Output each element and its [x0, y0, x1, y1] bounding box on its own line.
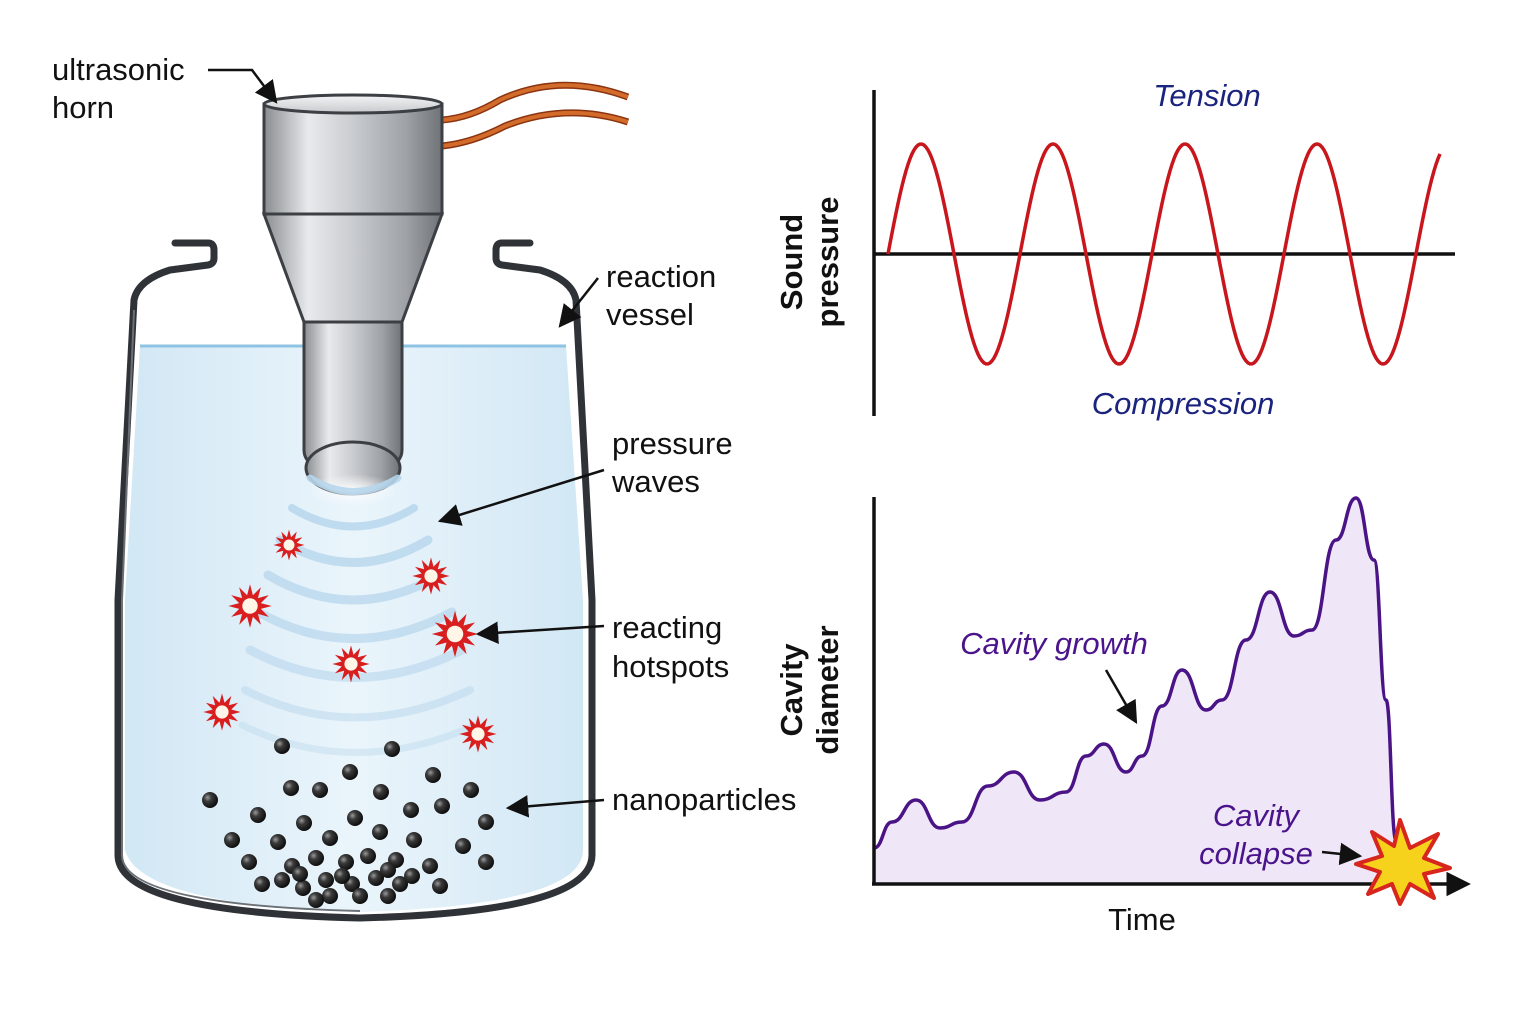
wire — [441, 83, 629, 122]
hotspot-core — [424, 569, 438, 583]
hotspots-label-line1: reacting — [612, 610, 722, 645]
pressure-waves — [238, 474, 480, 756]
nanoparticle — [241, 854, 257, 870]
nanoparticle — [392, 876, 408, 892]
cavity-y-label: Cavity diameter — [774, 625, 845, 754]
vessel-label-line2: vessel — [606, 297, 694, 332]
tension-label: Tension — [1153, 78, 1260, 113]
nanoparticle — [455, 838, 471, 854]
hotspot-core — [283, 539, 295, 551]
nanoparticle — [308, 850, 324, 866]
wire — [441, 110, 629, 148]
hotspot-core — [344, 657, 358, 671]
cavity-diameter-graph: Cavity growth Cavity collapse Time Cavit… — [774, 496, 1471, 937]
nanoparticle — [463, 782, 479, 798]
nanoparticle — [434, 798, 450, 814]
hotspot-core — [215, 705, 229, 719]
nanoparticle — [478, 814, 494, 830]
sound-pressure-wave — [886, 142, 1442, 366]
pressure-y-label-line2: pressure — [810, 197, 845, 328]
collapse-pointer — [1321, 842, 1363, 866]
nanoparticle — [322, 888, 338, 904]
vessel-wall — [114, 239, 596, 922]
nanoparticles-label: nanoparticles — [612, 782, 796, 817]
nanoparticle — [478, 854, 494, 870]
label-ultrasonic-horn: ultrasonic horn — [52, 52, 278, 125]
waves-label-line1: pressure — [612, 426, 733, 461]
nanoparticle — [283, 780, 299, 796]
nanoparticle — [334, 868, 350, 884]
horn-pointer — [208, 68, 278, 104]
nanoparticle — [384, 741, 400, 757]
waves-pointer — [437, 468, 605, 526]
nanoparticle — [403, 802, 419, 818]
nanoparticle — [274, 738, 290, 754]
nanoparticle — [224, 832, 240, 848]
nanoparticles-group — [202, 738, 494, 908]
nanoparticle — [360, 848, 376, 864]
nanoparticle — [270, 834, 286, 850]
horn-label-line2: horn — [52, 90, 114, 125]
label-pressure-waves: pressure waves — [437, 426, 733, 526]
nanoparticle — [432, 878, 448, 894]
nanoparticle — [318, 872, 334, 888]
nanoparticle — [274, 872, 290, 888]
cavity-y-label-line1: Cavity — [774, 643, 809, 737]
nanoparticle — [254, 876, 270, 892]
hotspots-pointer — [475, 621, 605, 644]
nanoparticle — [373, 784, 389, 800]
cavity-diameter-curve — [873, 496, 1402, 886]
nanoparticle — [250, 807, 266, 823]
nanoparticle — [352, 888, 368, 904]
label-nanoparticles: nanoparticles — [505, 782, 796, 818]
nanoparticle — [295, 880, 311, 896]
pressure-y-label: Sound pressure — [774, 197, 845, 328]
collapse-burst-icon — [1354, 818, 1452, 906]
compression-label: Compression — [1092, 386, 1275, 421]
reacting-hotspots — [203, 529, 497, 753]
nanoparticle — [372, 824, 388, 840]
nanoparticle — [380, 888, 396, 904]
pressure-y-label-line1: Sound — [774, 214, 809, 310]
nanoparticle — [404, 868, 420, 884]
nanoparticle — [308, 892, 324, 908]
nanoparticle — [380, 862, 396, 878]
hotspot-core — [471, 727, 485, 741]
nanoparticle — [422, 858, 438, 874]
collapse-label-line1: Cavity — [1213, 798, 1302, 833]
nanoparticle — [292, 866, 308, 882]
nanoparticle — [406, 832, 422, 848]
nanoparticle — [368, 870, 384, 886]
nanoparticle — [338, 854, 354, 870]
hotspot-core — [242, 598, 258, 614]
growth-pointer — [1104, 669, 1138, 724]
time-axis-label: Time — [1108, 902, 1176, 937]
hotspots-label-line2: hotspots — [612, 649, 729, 684]
cavity-y-label-line2: diameter — [810, 625, 845, 754]
nanoparticles-pointer — [505, 795, 605, 818]
horn-label-line1: ultrasonic — [52, 52, 185, 87]
label-reacting-hotspots: reacting hotspots — [475, 610, 729, 684]
hotspot-core — [446, 625, 464, 643]
label-reaction-vessel: reaction vessel — [558, 259, 716, 332]
nanoparticle — [322, 830, 338, 846]
nanoparticle — [347, 810, 363, 826]
nanoparticle — [202, 792, 218, 808]
nanoparticle — [312, 782, 328, 798]
cavity-growth-label: Cavity growth — [960, 626, 1148, 661]
waves-label-line2: waves — [611, 464, 700, 499]
cavity-area-fill — [874, 498, 1400, 884]
sound-pressure-graph: Tension Compression Sound pressure — [774, 78, 1455, 421]
collapse-label-line2: collapse — [1199, 836, 1313, 871]
nanoparticle — [296, 815, 312, 831]
nanoparticle — [425, 767, 441, 783]
vessel-pointer — [558, 277, 599, 328]
vessel-label-line1: reaction — [606, 259, 716, 294]
liquid — [125, 346, 583, 912]
nanoparticle — [342, 764, 358, 780]
